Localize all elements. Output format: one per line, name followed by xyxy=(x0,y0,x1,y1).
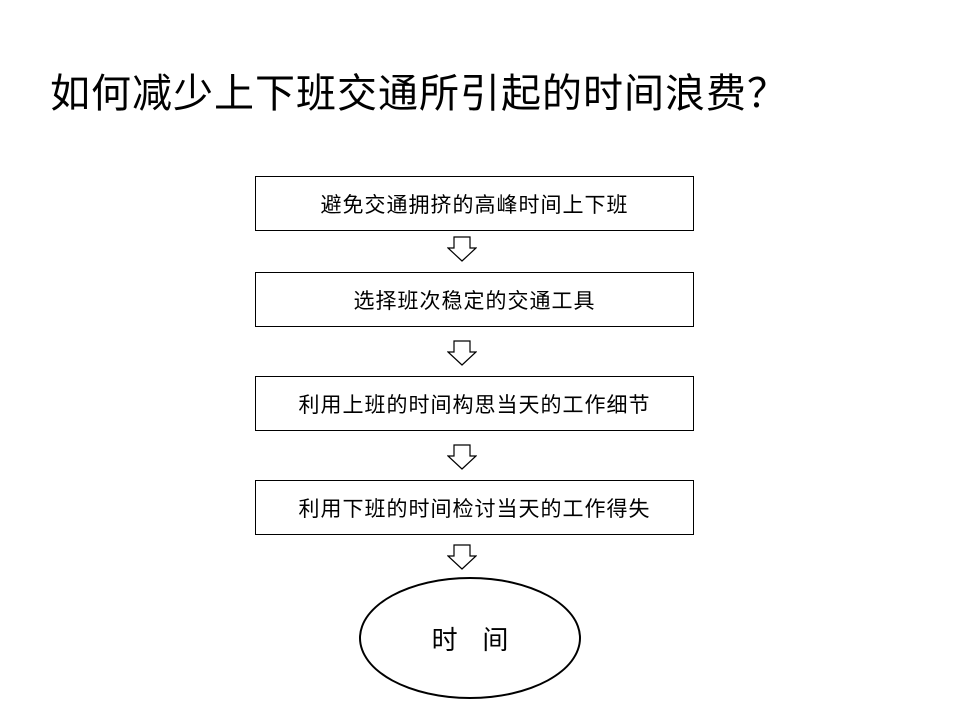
flow-step-4: 利用下班的时间检讨当天的工作得失 xyxy=(255,480,694,535)
flow-step-3: 利用上班的时间构思当天的工作细节 xyxy=(255,376,694,431)
flow-end-oval: 时 间 xyxy=(359,577,581,699)
down-arrow-icon xyxy=(447,236,477,262)
down-arrow-icon xyxy=(447,340,477,366)
down-arrow-icon xyxy=(447,544,477,570)
flow-step-1: 避免交通拥挤的高峰时间上下班 xyxy=(255,176,694,231)
down-arrow-icon xyxy=(447,444,477,470)
slide-title: 如何减少上下班交通所引起的时间浪费？ xyxy=(50,71,788,117)
flow-step-2: 选择班次稳定的交通工具 xyxy=(255,272,694,327)
